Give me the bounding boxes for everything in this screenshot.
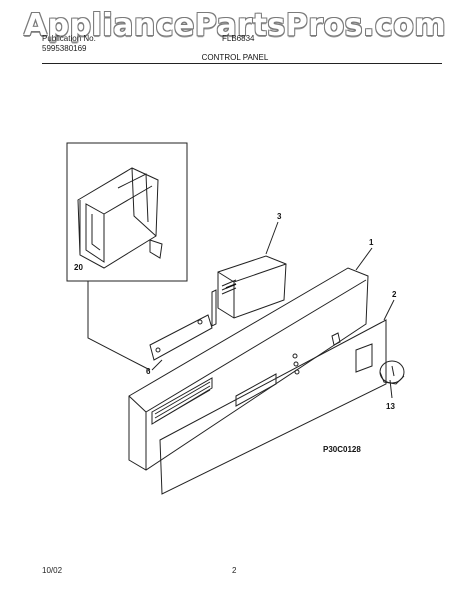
publication-number: 5995380169: [42, 44, 87, 53]
section-title: CONTROL PANEL: [201, 53, 269, 62]
callout-13: 13: [386, 402, 395, 411]
callout-2: 2: [392, 290, 397, 299]
callout-6: 6: [146, 367, 151, 376]
leader-line-6: [151, 359, 163, 371]
leader-line-2: [383, 299, 395, 321]
control-panel-console: [128, 267, 369, 471]
inset-detail-box: [66, 142, 188, 282]
model-number: FLB6834: [222, 34, 255, 43]
leader-line-1: [355, 247, 373, 271]
figure-code: P30C0128: [323, 445, 361, 454]
knob-part-13: [379, 360, 405, 385]
footer-page-number: 2: [232, 566, 237, 575]
footer-date: 10/02: [42, 566, 63, 575]
leader-line-3: [265, 221, 279, 255]
leader-line-20: [87, 281, 151, 371]
header-divider: [42, 63, 442, 64]
callout-3: 3: [277, 212, 282, 221]
connector-hatch: [225, 283, 237, 289]
part-20-bracket-drawing: [77, 167, 163, 269]
callout-1: 1: [369, 238, 374, 247]
publication-label: Publication No.: [42, 34, 96, 43]
callout-20: 20: [74, 263, 83, 272]
overlay-panel-part-2: [159, 319, 387, 495]
